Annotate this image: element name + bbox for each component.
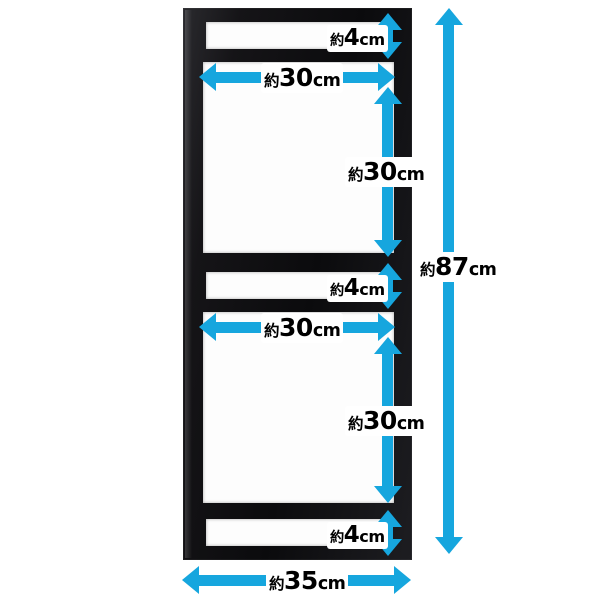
- dimension-label-overall-height: 約87cm: [417, 252, 500, 282]
- arrow-down-icon: [435, 537, 463, 554]
- arrow-left-icon: [182, 566, 199, 594]
- arrow-right-icon: [394, 566, 411, 594]
- dimension-label-bottom-slot: 約4cm: [327, 522, 388, 549]
- dimension-label-middle-slot: 約4cm: [327, 275, 388, 302]
- arrow-right-icon: [378, 63, 395, 91]
- dimension-label-upper-width: 約30cm: [261, 63, 344, 93]
- arrow-up-icon: [435, 8, 463, 25]
- arrow-left-icon: [199, 313, 216, 341]
- arrow-left-icon: [199, 63, 216, 91]
- dimension-label-lower-width: 約30cm: [261, 313, 344, 343]
- dimension-label-lower-height: 約30cm: [345, 406, 428, 436]
- arrow-up-icon: [374, 337, 402, 354]
- dimension-label-overall-width: 約35cm: [266, 566, 349, 596]
- arrow-down-icon: [374, 240, 402, 257]
- dimension-label-top-slot: 約4cm: [327, 25, 388, 52]
- arrow-up-icon: [374, 87, 402, 104]
- dimension-label-upper-height: 約30cm: [345, 157, 428, 187]
- arrow-right-icon: [378, 313, 395, 341]
- arrow-down-icon: [374, 486, 402, 503]
